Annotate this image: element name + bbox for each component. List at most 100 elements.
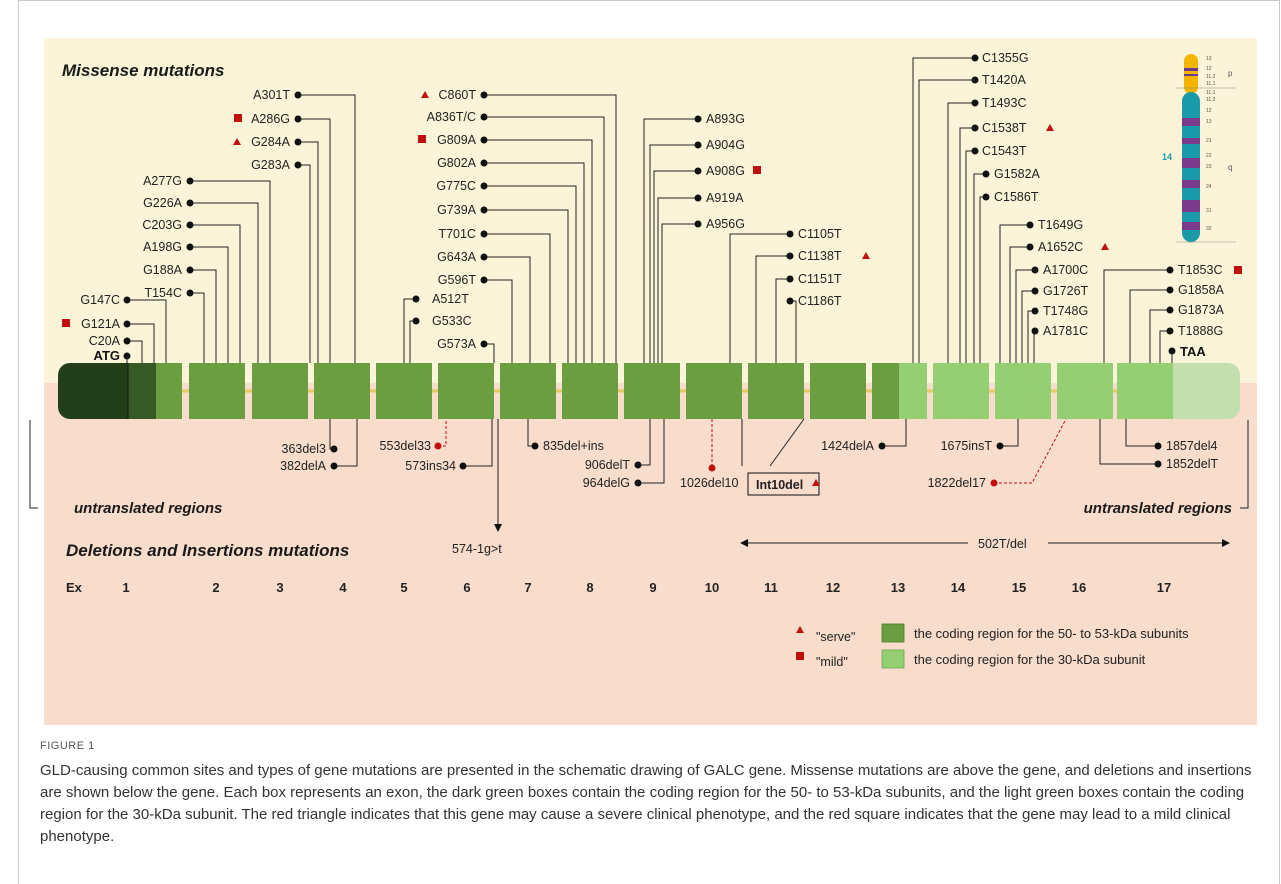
missense-mutation-label: G226A [143,196,183,210]
missense-mutation-label: G147C [80,293,120,307]
mild-marker-square [753,166,761,174]
mutation-dot [708,464,716,472]
missense-mutation-label: G1873A [1178,303,1225,317]
leader [484,233,551,363]
band-stripe [1182,222,1200,230]
leader [298,164,311,363]
missense-mutation-label: C203G [142,218,182,232]
leader [484,209,569,363]
missense-mutation-label: A301T [253,88,290,102]
utr-right-bracket [1240,420,1249,509]
mutation-dot [996,442,1004,450]
missense-mutation-label: G533C [432,314,472,328]
leader [661,223,698,363]
mutation-dot [186,243,194,251]
exon-12 [810,363,866,419]
leader [947,102,975,363]
deletion-label: 363del3 [282,442,327,456]
leader [190,180,271,363]
exon-number: 4 [339,580,347,595]
mutation-dot [1026,243,1034,251]
missense-mutation-label: C1538T [982,121,1027,135]
leader [653,170,698,363]
mutation-dot [990,479,998,487]
mutation-dot [982,193,990,201]
exon-number: 11 [764,580,778,595]
missense-mutation-label: A893G [706,112,745,126]
missense-mutation-label: C1186T [798,294,842,308]
mutation-dot [1031,266,1039,274]
exon-number: 5 [400,580,407,595]
exon-1-coding [156,363,182,419]
missense-mutation-label: C1586T [994,190,1039,204]
missense-mutation-label: A277G [143,174,182,188]
leader [484,185,577,363]
mutation-dot [330,445,338,453]
leader [484,116,605,363]
mild-marker-square [1234,266,1242,274]
missense-mutation-label: C1151T [798,272,842,286]
leader [334,419,358,467]
exon-5 [376,363,432,419]
band-label: 11.2 [1206,74,1216,80]
missense-mutation-label: T1420A [982,73,1026,87]
mutation-dot [1031,287,1039,295]
mild-marker-square [62,319,70,327]
figure-label: FIGURE 1 [40,740,95,752]
leader [1000,419,1019,447]
leader [484,94,617,363]
utr-left-label: untranslated regions [74,500,222,517]
exon-number: 10 [705,580,719,595]
exon-7 [500,363,556,419]
gene-bar [58,363,1240,419]
legend-light-swatch [881,649,905,669]
leader [298,118,331,363]
exon-10 [686,363,742,419]
leader [127,323,155,363]
missense-title: Missense mutations [62,61,225,80]
severe-marker-triangle [812,479,820,486]
deletion-label: 1424delA [821,439,874,453]
exon-1-utr-square [100,363,130,419]
band-stripe [1182,180,1200,188]
missense-mutation-label: C1105T [798,227,842,241]
deletion-label: 1675insT [941,439,993,453]
exon-number: 15 [1012,580,1026,595]
arrowhead-right [1222,539,1230,547]
mutation-dot [971,54,979,62]
mutation-dot [480,253,488,261]
missense-mutation-label: A286G [251,112,290,126]
mutation-dot [294,115,302,123]
severe-marker-triangle [862,252,870,259]
chromosome-q-arm-label: q [1228,163,1232,172]
mutation-dot [123,296,131,304]
exon-2 [189,363,245,419]
exon-number: 3 [276,580,283,595]
mutation-dot [480,159,488,167]
band-label: 21 [1206,138,1212,144]
mutation-dot [412,317,420,325]
mutation-dot [694,220,702,228]
leader [999,224,1030,363]
mutation-dot [786,230,794,238]
mutation-dot [786,275,794,283]
severe-marker-triangle [233,138,241,145]
missense-mutation-label: A1700C [1043,263,1088,277]
missense-right-group: A893G A904G A908G A919A A956G C1105T C11… [643,51,1242,363]
band-label: 32 [1206,226,1212,232]
deletion-label: 573ins34 [405,459,456,473]
exon-number: 8 [586,580,593,595]
mutation-dot [1166,266,1174,274]
leader [649,144,698,363]
missense-mutation-label: T1748G [1043,304,1088,318]
missense-mutation-label: G809A [437,133,477,147]
legend: "serve" "mild" the coding region for the… [796,623,1189,669]
mutation-dot [294,91,302,99]
mutation-dot [186,289,194,297]
missense-mutation-label: C860T [438,88,476,102]
intron-10-deletion-bracket [741,418,805,467]
exon-15 [995,363,1051,419]
leader [959,127,975,363]
mutation-dot [412,295,420,303]
deletion-label: 574-1g>t [452,542,502,556]
